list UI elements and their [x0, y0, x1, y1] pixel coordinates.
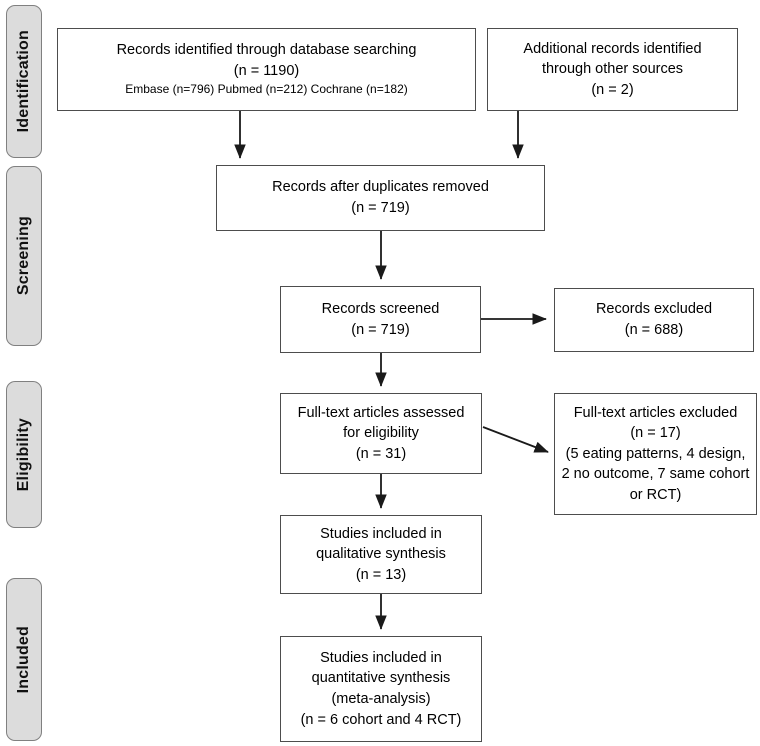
stage-tab-identification[interactable]: Identification	[6, 5, 42, 158]
box-qualitative-synthesis-line1: Studies included in	[320, 525, 442, 542]
stage-tab-included[interactable]: Included	[6, 578, 42, 741]
box-fulltext-assessed[interactable]: Full-text articles assessed for eligibil…	[280, 393, 482, 474]
box-quantitative-synthesis-line3: (meta-analysis)	[331, 691, 431, 707]
box-duplicates-removed-line2: (n = 719)	[351, 200, 410, 216]
box-fulltext-excluded-line1: Full-text articles excluded	[573, 404, 738, 421]
box-quantitative-synthesis-line4: (n = 6 cohort and 4 RCT)	[300, 711, 462, 728]
box-other-sources-line2: through other sources	[541, 61, 684, 78]
box-records-excluded-line1: Records excluded	[595, 301, 713, 318]
box-duplicates-removed-line1: Records after duplicates removed	[272, 179, 489, 196]
box-fulltext-excluded-line5: or RCT)	[629, 486, 682, 503]
stage-label-identification: Identification	[15, 30, 32, 133]
box-quantitative-synthesis-line1: Studies included in	[320, 649, 442, 666]
box-fulltext-assessed-line3: (n = 31)	[355, 445, 407, 462]
box-database-search-line3: Embase (n=796) Pubmed (n=212) Cochrane (…	[125, 82, 408, 97]
box-records-screened[interactable]: Records screened (n = 719)	[280, 286, 481, 353]
box-fulltext-assessed-line1: Full-text articles assessed	[297, 404, 465, 421]
stage-label-screening: Screening	[15, 216, 32, 296]
box-other-sources-line3: (n = 2)	[591, 81, 634, 98]
box-quantitative-synthesis[interactable]: Studies included in quantitative synthes…	[280, 636, 482, 742]
stage-tab-eligibility[interactable]: Eligibility	[6, 381, 42, 528]
box-qualitative-synthesis[interactable]: Studies included in qualitative synthesi…	[280, 515, 482, 594]
box-records-excluded-line2: (n = 688)	[624, 322, 684, 338]
box-fulltext-excluded[interactable]: Full-text articles excluded (n = 17) (5 …	[554, 393, 757, 515]
box-records-excluded[interactable]: Records excluded (n = 688)	[554, 288, 754, 352]
box-fulltext-assessed-line2: for eligibility	[343, 425, 419, 442]
box-duplicates-removed[interactable]: Records after duplicates removed (n = 71…	[216, 165, 545, 231]
box-records-screened-line2: (n = 719)	[351, 321, 410, 338]
box-fulltext-excluded-line4: 2 no outcome, 7 same cohort	[561, 466, 750, 483]
box-quantitative-synthesis-line2: quantitative synthesis	[311, 670, 451, 687]
box-qualitative-synthesis-line2: qualitative synthesis	[316, 546, 446, 563]
arrow-fulltext-to-excluded	[482, 426, 549, 453]
box-other-sources[interactable]: Additional records identified through ot…	[487, 28, 738, 111]
box-database-search-line2: (n = 1190)	[233, 62, 300, 79]
box-qualitative-synthesis-line3: (n = 13)	[355, 566, 407, 583]
box-fulltext-excluded-line3: (5 eating patterns, 4 design,	[565, 445, 746, 462]
box-records-screened-line1: Records screened	[321, 300, 440, 317]
box-database-search-line1: Records identified through database sear…	[116, 42, 417, 59]
stage-label-included: Included	[15, 625, 32, 694]
box-other-sources-line1: Additional records identified	[523, 40, 702, 57]
box-fulltext-excluded-line2: (n = 17)	[630, 425, 681, 442]
box-database-search[interactable]: Records identified through database sear…	[57, 28, 476, 111]
stage-tab-screening[interactable]: Screening	[6, 166, 42, 346]
stage-label-eligibility: Eligibility	[15, 417, 32, 492]
